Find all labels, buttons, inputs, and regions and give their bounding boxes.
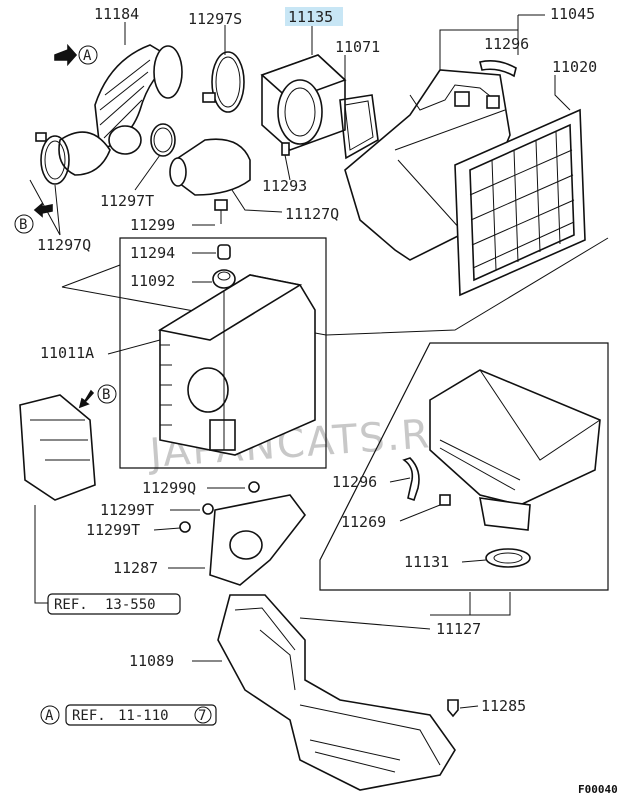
leader-11269 bbox=[399, 504, 441, 522]
label-11296-upper: 11296 bbox=[484, 35, 529, 53]
label-11299t-b: 11299T bbox=[86, 521, 140, 539]
svg-text:B: B bbox=[102, 387, 110, 403]
clamp-11297q bbox=[35, 132, 70, 185]
intake-duct-11127q bbox=[169, 138, 251, 196]
bracket-11287 bbox=[179, 481, 307, 586]
ref-link-11-110[interactable]: REF. 11-110 7 bbox=[65, 704, 217, 726]
ref-link-13-550[interactable]: REF. 13-550 bbox=[47, 593, 181, 615]
label-11127: 11127 bbox=[436, 620, 481, 638]
label-11297t: 11297T bbox=[100, 192, 154, 210]
leader-11127 bbox=[299, 592, 511, 630]
arrow-a-icon bbox=[54, 43, 78, 67]
svg-text:7: 7 bbox=[198, 708, 206, 724]
leader-ref1 bbox=[34, 505, 48, 604]
leader-11020 bbox=[554, 75, 571, 111]
label-11294: 11294 bbox=[130, 244, 175, 262]
leader-11285 bbox=[459, 705, 479, 709]
leader-11045 bbox=[439, 14, 545, 70]
label-11131: 11131 bbox=[404, 553, 449, 571]
svg-text:A: A bbox=[45, 708, 54, 724]
label-11135: 11135 bbox=[288, 8, 333, 26]
label-11299: 11299 bbox=[130, 216, 175, 234]
clamp-11297s bbox=[202, 51, 245, 113]
arrow-b-upper-icon bbox=[78, 389, 95, 409]
marker-b-left: B bbox=[14, 214, 34, 234]
leader-11299t-b bbox=[153, 527, 181, 531]
cover-detail-box bbox=[319, 342, 609, 591]
label-11089: 11089 bbox=[129, 652, 174, 670]
label-11269: 11269 bbox=[341, 513, 386, 531]
clip-11285 bbox=[447, 699, 459, 718]
svg-text:13-550: 13-550 bbox=[105, 597, 156, 613]
leader-11131 bbox=[461, 559, 487, 563]
leader-11297t bbox=[134, 154, 161, 191]
svg-text:B: B bbox=[19, 217, 27, 233]
label-11020: 11020 bbox=[552, 58, 597, 76]
marker-a-bottom: A bbox=[40, 705, 60, 725]
label-11299q: 11299Q bbox=[142, 479, 196, 497]
air-filter-element bbox=[454, 108, 586, 297]
label-11285: 11285 bbox=[481, 697, 526, 715]
intake-hose bbox=[58, 44, 183, 176]
bolt-11299 bbox=[214, 199, 228, 224]
label-11297q: 11297Q bbox=[37, 236, 91, 254]
grommet-11269 bbox=[439, 494, 451, 506]
housing-detail-box bbox=[119, 237, 327, 469]
label-11299t-a: 11299T bbox=[100, 501, 154, 519]
label-11011a: 11011A bbox=[40, 344, 94, 362]
air-intake-cover bbox=[429, 369, 601, 531]
leader-11011a bbox=[107, 339, 161, 355]
label-11287: 11287 bbox=[113, 559, 158, 577]
airflow-sensor bbox=[260, 54, 347, 156]
arrow-b-lower-icon bbox=[33, 202, 53, 218]
clip-11296-lower bbox=[402, 457, 420, 502]
diagram-code: F00040 bbox=[578, 783, 618, 796]
svg-text:REF.: REF. bbox=[72, 708, 106, 724]
air-duct-11089 bbox=[217, 594, 456, 791]
clip-11296-upper bbox=[479, 60, 517, 78]
label-11127q: 11127Q bbox=[285, 205, 339, 223]
leader-11296b bbox=[389, 477, 411, 483]
label-11071: 11071 bbox=[335, 38, 380, 56]
label-11045: 11045 bbox=[550, 5, 595, 23]
air-cleaner-housing bbox=[157, 274, 316, 456]
label-11092: 11092 bbox=[130, 272, 175, 290]
label-11297s: 11297S bbox=[188, 10, 242, 28]
leader-11127q bbox=[231, 189, 283, 213]
gasket-11071 bbox=[339, 94, 379, 160]
svg-text:11-110: 11-110 bbox=[118, 708, 169, 724]
clamp-11297t bbox=[150, 123, 176, 157]
marker-b-engine: B bbox=[97, 384, 117, 404]
label-11293: 11293 bbox=[262, 177, 307, 195]
leader-11293 bbox=[284, 154, 291, 181]
marker-a-top: A bbox=[78, 45, 98, 65]
svg-text:A: A bbox=[83, 48, 92, 64]
label-11184: 11184 bbox=[94, 5, 139, 23]
seal-11131 bbox=[485, 548, 531, 568]
highlight-11135 bbox=[285, 7, 343, 26]
label-11296-lower: 11296 bbox=[332, 473, 377, 491]
grommet-11294 bbox=[217, 244, 231, 260]
engine-side-part bbox=[19, 394, 96, 501]
svg-text:REF.: REF. bbox=[54, 597, 88, 613]
assembly-leader-left bbox=[61, 264, 121, 288]
grommet-11092 bbox=[212, 269, 236, 289]
